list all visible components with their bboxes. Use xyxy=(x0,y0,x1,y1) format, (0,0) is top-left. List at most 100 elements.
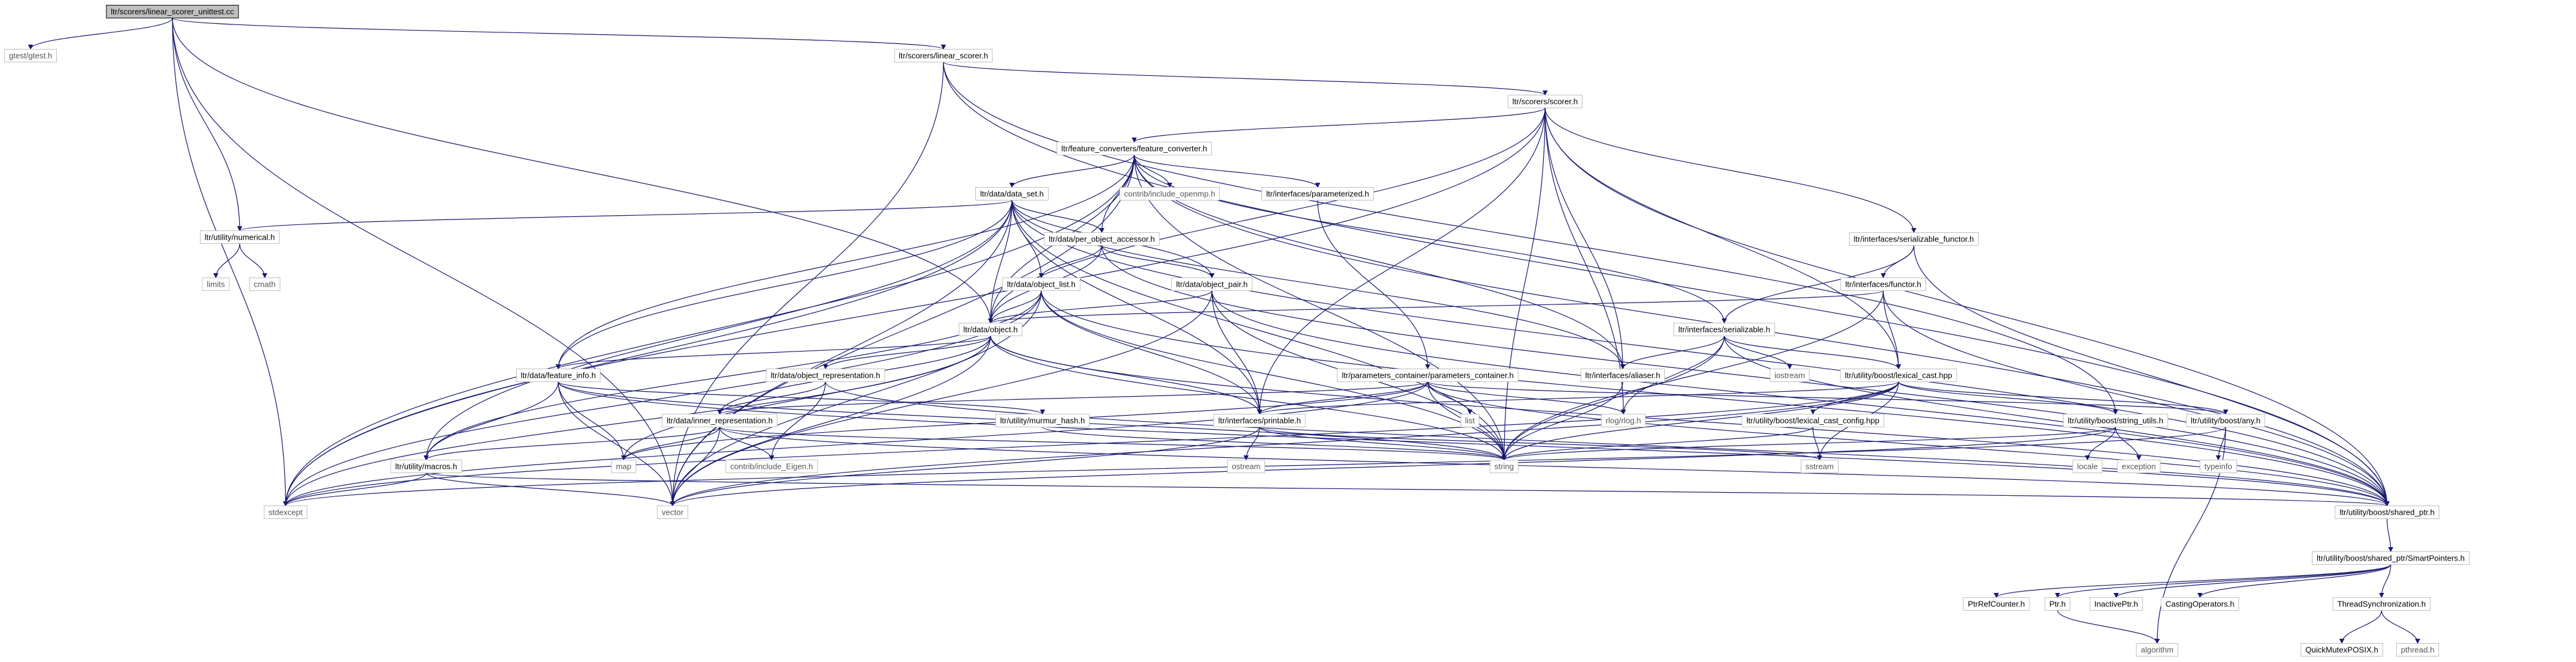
include-edge-n44-n47 xyxy=(2113,564,2391,598)
header-node[interactable]: ltr/feature_converters/feature_converter… xyxy=(1057,142,1212,155)
include-edge-n16-n19 xyxy=(822,336,991,370)
include-edge-n3-n27 xyxy=(1544,108,1626,415)
include-edge-n46-n52 xyxy=(2057,610,2160,644)
include-edge-n32-n43 xyxy=(426,472,2390,507)
header-node[interactable]: ltr/data/inner_representation.h xyxy=(662,414,778,427)
node-label: ltr/utility/boost/lexical_cast_config.hp… xyxy=(1746,416,1880,425)
include-edge-n2-n3 xyxy=(943,61,1548,96)
header-node[interactable]: PtrRefCounter.h xyxy=(1963,597,2030,611)
node-box xyxy=(4,49,57,62)
header-node[interactable]: ltr/interfaces/aliaser.h xyxy=(1581,369,1665,382)
header-node[interactable]: ltr/interfaces/serializable_functor.h xyxy=(1849,232,1979,246)
include-edge-n16-n28 xyxy=(990,336,1263,415)
node-label: ltr/data/feature_info.h xyxy=(521,371,596,380)
node-box xyxy=(1213,414,1306,427)
header-node[interactable]: ltr/parameters_container/parameters_cont… xyxy=(1337,369,1519,382)
include-edge-n30-n38 xyxy=(2084,427,2116,461)
node-label: limits xyxy=(207,280,225,289)
node-label: ltr/utility/boost/lexical_cast.hpp xyxy=(1845,371,1952,380)
header-node[interactable]: ltr/interfaces/functor.h xyxy=(1840,278,1926,291)
node-label: exception xyxy=(2122,462,2156,471)
node-label: stdexcept xyxy=(268,508,303,517)
header-node[interactable]: ThreadSynchronization.h xyxy=(2333,597,2430,611)
include-edge-n23-n36 xyxy=(1501,381,1899,461)
header-node[interactable]: ltr/utility/boost/lexical_cast_config.hp… xyxy=(1741,414,1884,427)
header-node[interactable]: ltr/utility/boost/shared_ptr.h xyxy=(2334,506,2440,519)
include-edge-n30-n39 xyxy=(2115,427,2142,461)
node-label: ltr/interfaces/serializable.h xyxy=(1678,325,1770,334)
include-edge-n11-n43 xyxy=(1101,245,2390,507)
include-edge-n17-n22 xyxy=(1724,336,1793,370)
node-label: list xyxy=(1465,416,1475,425)
header-node[interactable]: ltr/interfaces/parameterized.h xyxy=(1261,187,1374,200)
header-node[interactable]: ltr/data/object_pair.h xyxy=(1171,278,1253,291)
node-label: Ptr.h xyxy=(2050,600,2066,609)
header-node[interactable]: Ptr.h xyxy=(2045,597,2070,611)
include-edge-n20-n27 xyxy=(1427,381,1626,415)
node-box xyxy=(2333,597,2430,611)
header-node: list xyxy=(1460,414,1480,427)
node-label: ltr/interfaces/printable.h xyxy=(1218,416,1301,425)
include-edge-n31-n52 xyxy=(2154,427,2226,644)
header-node[interactable]: ltr/utility/macros.h xyxy=(390,460,462,473)
node-label: ltr/utility/boost/any.h xyxy=(2191,416,2260,425)
node-box xyxy=(725,460,818,473)
include-edge-n5-n8 xyxy=(237,199,1013,232)
header-node[interactable]: ltr/data/data_set.h xyxy=(975,187,1049,200)
node-label: ltr/utility/boost/shared_ptr.h xyxy=(2339,508,2434,517)
include-edge-n4-n41 xyxy=(282,155,1135,507)
header-node[interactable]: InactivePtr.h xyxy=(2089,597,2143,611)
node-box xyxy=(390,460,462,473)
node-box xyxy=(2199,460,2237,473)
header-node[interactable]: ltr/utility/boost/shared_ptr/SmartPointe… xyxy=(2312,551,2470,565)
header-node[interactable]: ltr/data/object.h xyxy=(959,323,1022,336)
node-box xyxy=(106,5,239,18)
include-edge-n0-n42 xyxy=(172,18,676,507)
node-label: ltr/data/object.h xyxy=(964,325,1018,334)
header-node[interactable]: ltr/data/object_representation.h xyxy=(766,369,885,382)
node-label: locale xyxy=(2077,462,2098,471)
main-file-node[interactable]: ltr/scorers/linear_scorer_unittest.cc xyxy=(106,5,239,18)
node-box xyxy=(959,323,1022,336)
header-node[interactable]: ltr/data/per_object_accessor.h xyxy=(1044,232,1160,246)
include-edge-n13-n16 xyxy=(988,290,1884,324)
header-node[interactable]: ltr/utility/numerical.h xyxy=(200,230,279,244)
include-edge-n20-n31 xyxy=(1427,381,2228,415)
include-edge-n4-n6 xyxy=(1134,155,1173,188)
node-box xyxy=(2300,643,2383,656)
header-node[interactable]: ltr/utility/murmur_hash.h xyxy=(995,414,1090,427)
header-node[interactable]: ltr/interfaces/printable.h xyxy=(1213,414,1306,427)
edge-layer xyxy=(28,17,2421,644)
include-edge-n16-n42 xyxy=(670,336,991,507)
header-node[interactable]: ltr/utility/boost/lexical_cast.hpp xyxy=(1840,369,1957,382)
header-node[interactable]: ltr/utility/boost/string_utils.h xyxy=(2063,414,2168,427)
include-edge-n4-n7 xyxy=(1134,155,1321,188)
include-edge-n18-n25 xyxy=(558,381,1045,415)
node-label: typeinfo xyxy=(2204,462,2232,471)
include-edge-n17-n36 xyxy=(1501,336,1725,461)
header-node: iostream xyxy=(1770,369,1810,382)
node-label: contrib/include_openmp.h xyxy=(1124,189,1216,199)
node-box xyxy=(2136,643,2179,656)
header-node[interactable]: ltr/data/object_list.h xyxy=(1002,278,1080,291)
include-edge-n44-n45 xyxy=(1994,564,2391,598)
include-edge-n8-n9 xyxy=(213,243,240,279)
include-edge-n23-n28 xyxy=(1257,381,1899,415)
header-node[interactable]: ltr/utility/boost/any.h xyxy=(2186,414,2265,427)
header-node[interactable]: QuickMutexPOSIX.h xyxy=(2300,643,2383,656)
header-node[interactable]: ltr/interfaces/serializable.h xyxy=(1674,323,1775,336)
node-label: ltr/scorers/scorer.h xyxy=(1513,97,1578,106)
include-edge-n0-n41 xyxy=(172,18,289,507)
node-box xyxy=(202,278,230,291)
include-edge-n18-n42 xyxy=(558,381,676,507)
node-label: CastingOperators.h xyxy=(2166,600,2235,609)
header-node[interactable]: ltr/scorers/linear_scorer.h xyxy=(894,49,993,62)
node-box xyxy=(1840,369,1957,382)
header-node[interactable]: ltr/data/feature_info.h xyxy=(516,369,600,382)
node-box xyxy=(1674,323,1775,336)
node-box xyxy=(1801,460,1839,473)
include-edge-n19-n24 xyxy=(717,381,826,415)
node-label: ltr/scorers/linear_scorer_unittest.cc xyxy=(111,7,234,17)
header-node[interactable]: CastingOperators.h xyxy=(2161,597,2239,611)
header-node[interactable]: ltr/scorers/scorer.h xyxy=(1508,95,1582,108)
